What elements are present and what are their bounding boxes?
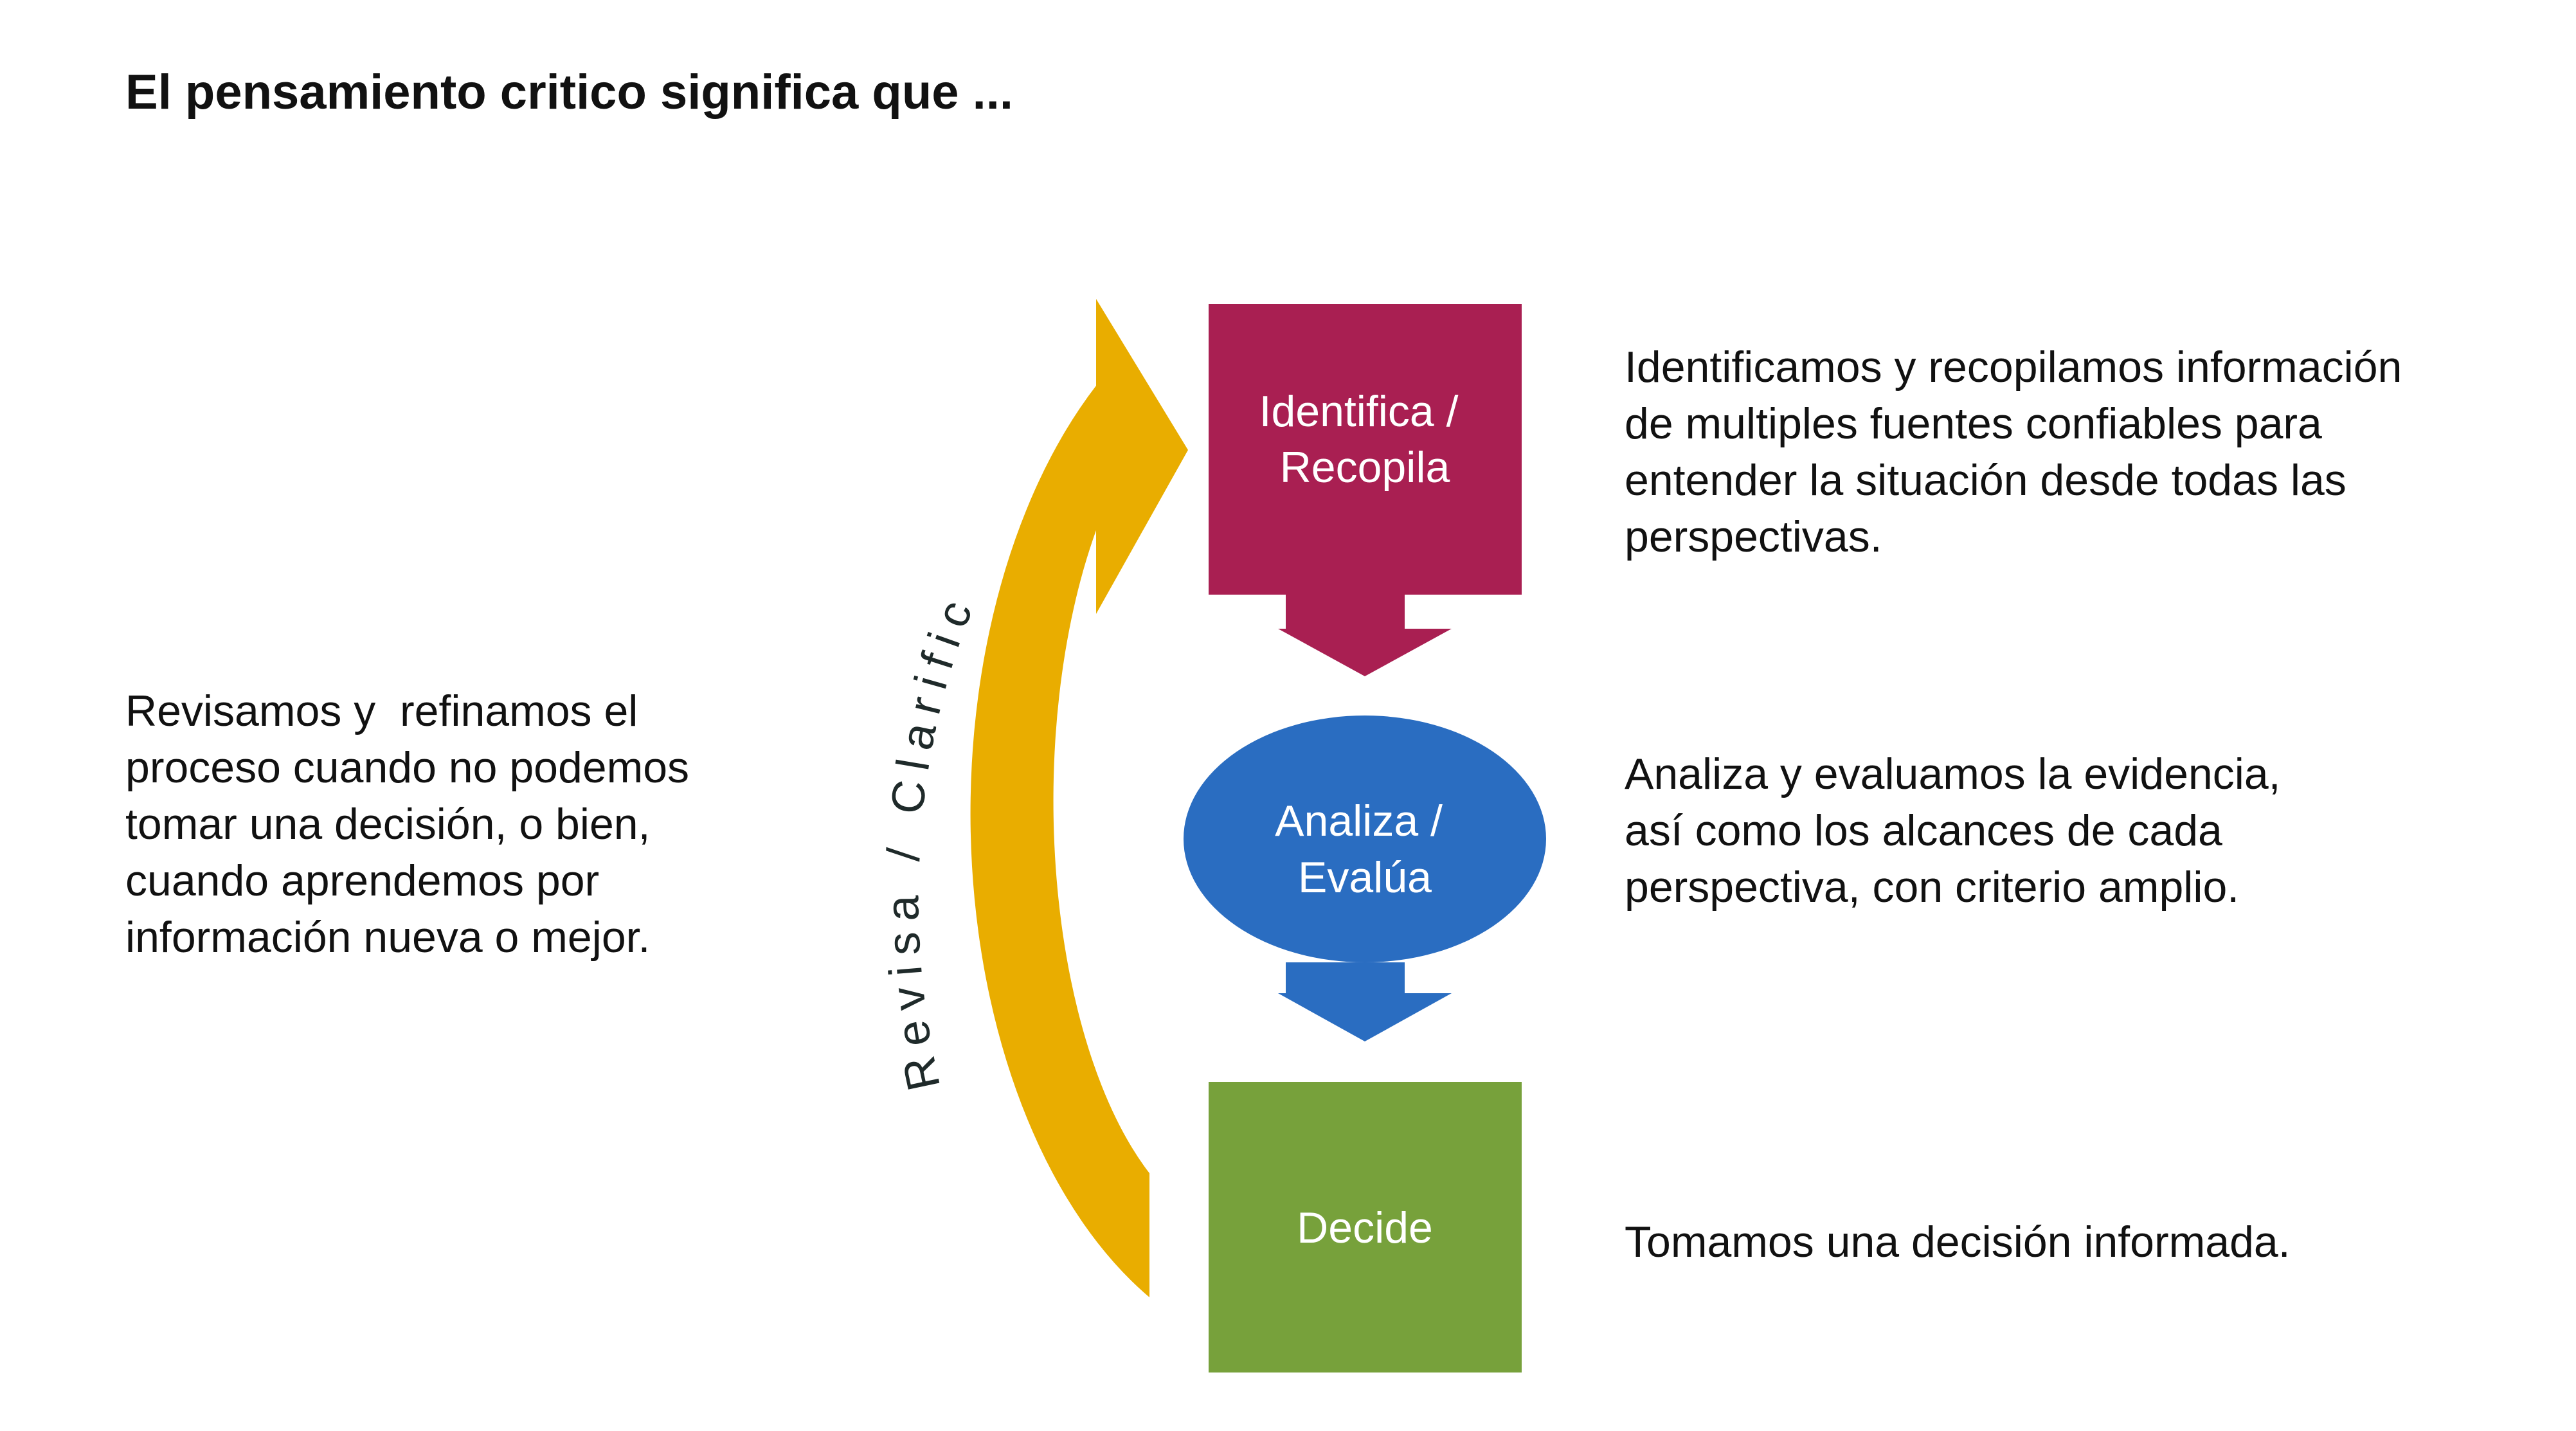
down-arrow-1 (1278, 595, 1452, 676)
analyze-description: Analiza y evaluamos la evidencia, así co… (1625, 750, 2281, 912)
loop-description: Revisamos y refinamos el proceso cuando … (125, 687, 690, 962)
analyze-ellipse (1184, 716, 1546, 962)
analyze-label: Analiza / Evalúa (1275, 797, 1455, 902)
identify-description: Identificamos y recopilamos información … (1625, 343, 2402, 561)
identify-label: Identifica / Recopila (1259, 387, 1471, 492)
loop-label: Revisa / Clarifica (0, 0, 986, 1095)
down-arrow-2 (1278, 962, 1452, 1041)
page-title: El pensamiento critico significa que ... (125, 65, 1013, 120)
decide-label: Decide (1297, 1203, 1433, 1252)
loop-arrow-body (970, 299, 1188, 1297)
identify-box (1209, 304, 1522, 595)
decide-description: Tomamos una decisión informada. (1625, 1218, 2291, 1266)
decide-box (1209, 1082, 1522, 1372)
